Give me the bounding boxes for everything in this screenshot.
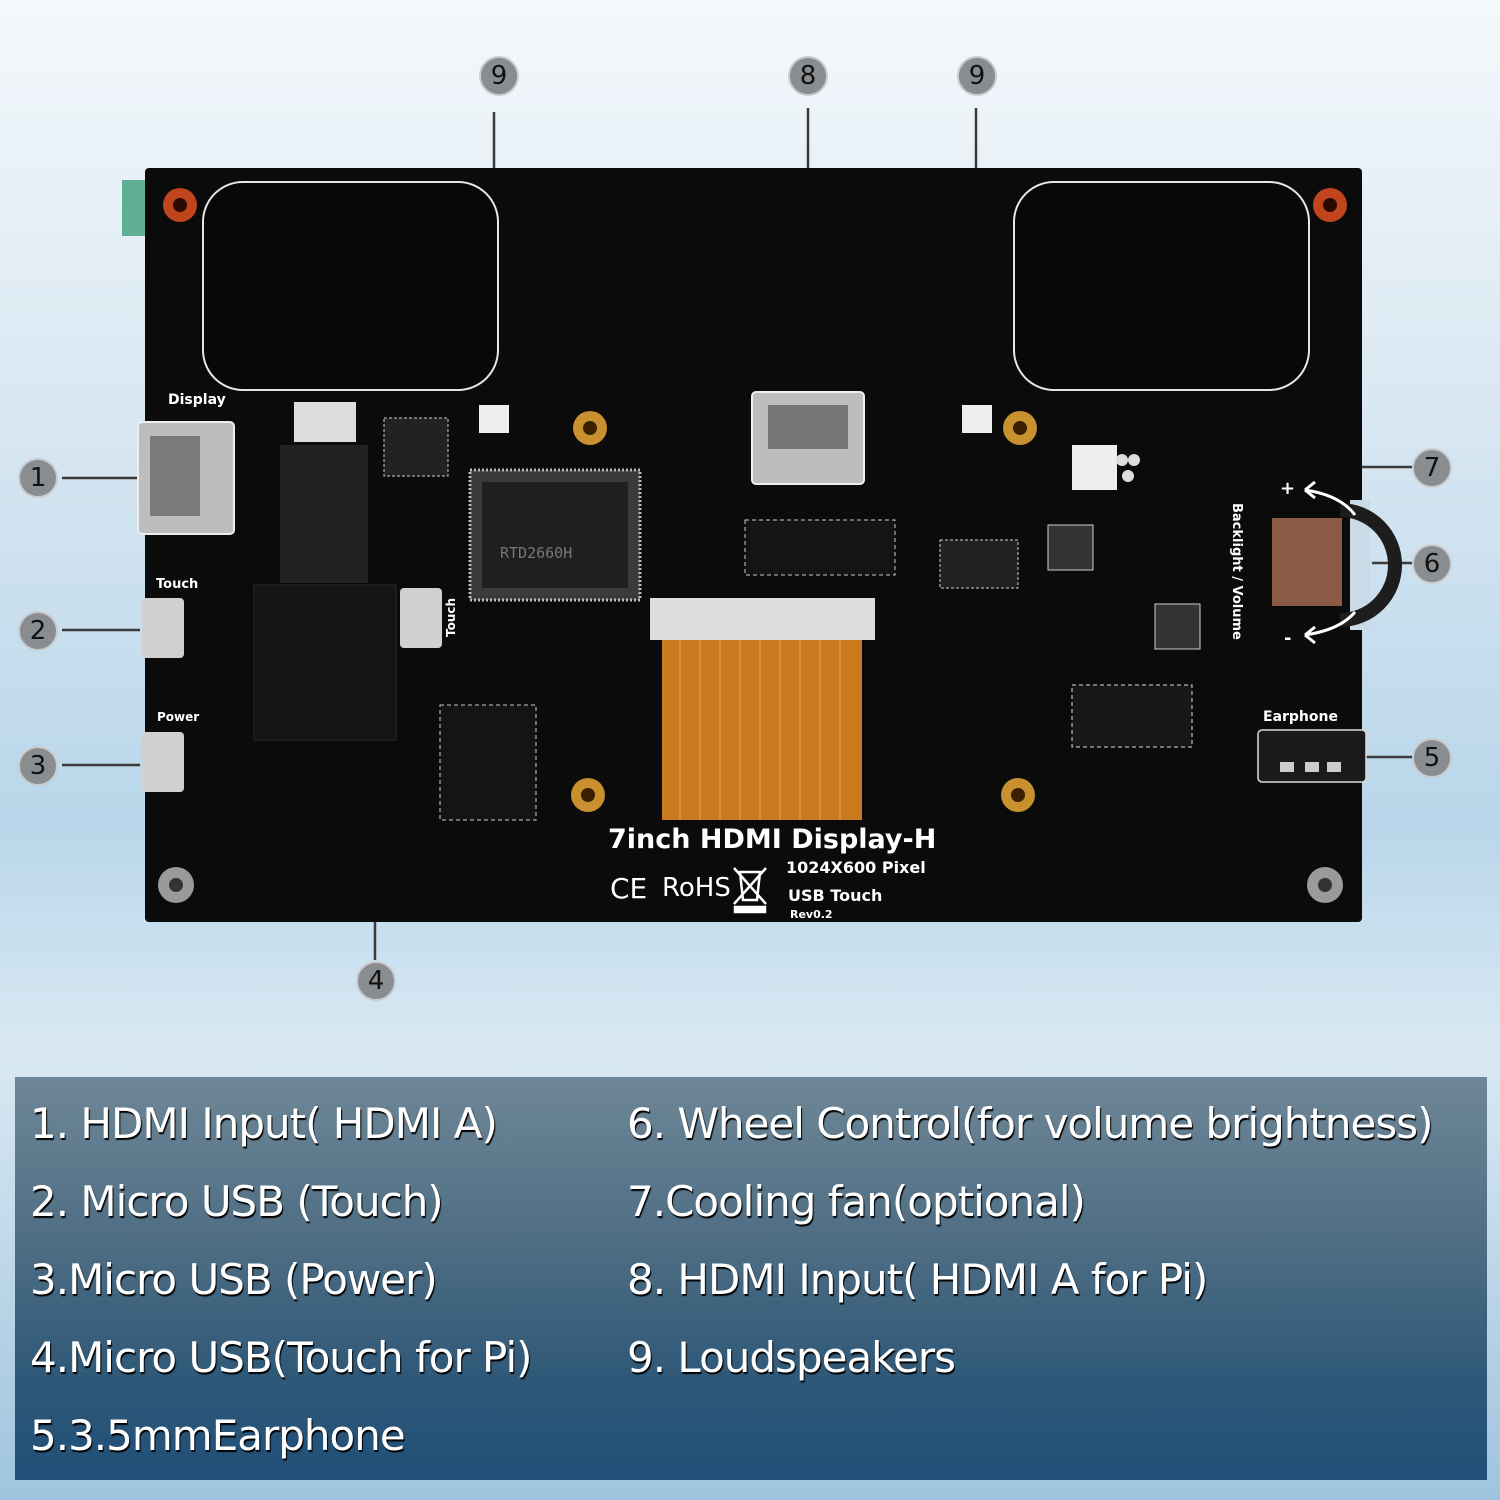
- weee-bin-icon: [733, 867, 767, 914]
- ribbon-connector: [280, 445, 368, 583]
- fan-icon: [1116, 454, 1140, 482]
- mounting-holes: [158, 188, 1347, 903]
- label-touch-pi: Touch: [444, 598, 458, 637]
- micro-usb-power: [142, 732, 184, 792]
- micro-usb-touch: [142, 598, 184, 658]
- callout-2: 2: [18, 611, 58, 651]
- board-resolution: 1024X600 Pixel: [786, 858, 926, 877]
- fpc-connector-small: [294, 402, 356, 442]
- callout-6: 6: [1412, 544, 1452, 584]
- silkscreen: Display Touch Power Earphone Backlight /…: [156, 392, 1338, 921]
- label-touch: Touch: [156, 577, 198, 592]
- speaker-connector-right: [962, 405, 992, 433]
- hdmi-port-pi-opening: [768, 405, 848, 449]
- component-cluster-3: [744, 519, 896, 576]
- board-title: 7inch HDMI Display-H: [608, 824, 936, 855]
- callout-7: 7: [1412, 448, 1452, 488]
- main-chip-body: [482, 482, 628, 588]
- fpc-cable: [662, 640, 862, 820]
- arrow-down-icon: [1304, 611, 1357, 645]
- micro-usb-touch-pi: [400, 588, 442, 648]
- speaker-left: [202, 181, 499, 391]
- label-power: Power: [157, 710, 199, 724]
- legend-item-1: 1. HDMI Input( HDMI A): [30, 1099, 498, 1148]
- legend-item-2: 2. Micro USB (Touch): [30, 1177, 444, 1226]
- legend-item-3: 3.Micro USB (Power): [30, 1255, 438, 1304]
- wheel-ring: [1339, 503, 1402, 627]
- callout-3: 3: [18, 746, 58, 786]
- legend-item-7: 7.Cooling fan(optional): [627, 1177, 1086, 1226]
- hdmi-port-opening: [150, 436, 200, 516]
- inductor-2: [1154, 603, 1201, 650]
- ic-small-1: [383, 417, 449, 477]
- wheel-control: [1272, 518, 1342, 606]
- board-revision: Rev0.2: [790, 908, 833, 921]
- earphone-pins: [1280, 762, 1341, 772]
- chip-label: RTD2660H: [500, 544, 572, 562]
- ce-mark: CE: [610, 872, 647, 905]
- speaker-connector-left: [479, 405, 509, 433]
- label-backlight-volume: Backlight / Volume: [1229, 503, 1244, 640]
- legend-item-5: 5.3.5mmEarphone: [30, 1411, 406, 1460]
- label-display: Display: [168, 392, 226, 408]
- ic-small-2: [939, 539, 1019, 589]
- legend-item-6: 6. Wheel Control(for volume brightness): [627, 1099, 1433, 1148]
- legend-item-9: 9. Loudspeakers: [627, 1333, 956, 1382]
- fpc-connector: [650, 598, 875, 640]
- component-cluster-2: [439, 704, 537, 821]
- wheel-cutout: [1350, 500, 1370, 630]
- rohs-mark: RoHS: [662, 873, 731, 903]
- legend-panel: 1. HDMI Input( HDMI A) 2. Micro USB (Tou…: [15, 1077, 1487, 1480]
- callout-9-right: 9: [957, 56, 997, 96]
- arrow-up-icon: [1304, 480, 1357, 516]
- fan-connector: [1072, 445, 1117, 490]
- legend-item-8: 8. HDMI Input( HDMI A for Pi): [627, 1255, 1208, 1304]
- callout-8: 8: [788, 56, 828, 96]
- touch-pad-area: [253, 584, 397, 741]
- legend-item-4: 4.Micro USB(Touch for Pi): [30, 1333, 533, 1382]
- inductor-1: [1047, 524, 1094, 571]
- speaker-right: [1013, 181, 1310, 391]
- callout-4: 4: [356, 961, 396, 1001]
- earphone-jack: [1257, 729, 1367, 783]
- component-cluster: [1071, 684, 1193, 748]
- callout-9-left: 9: [479, 56, 519, 96]
- callout-5: 5: [1412, 738, 1452, 778]
- callout-1: 1: [18, 458, 58, 498]
- label-plus: +: [1280, 478, 1295, 499]
- board-touch: USB Touch: [788, 886, 882, 905]
- label-earphone: Earphone: [1263, 709, 1338, 725]
- label-minus: -: [1284, 628, 1291, 649]
- fpc-traces: [679, 640, 841, 820]
